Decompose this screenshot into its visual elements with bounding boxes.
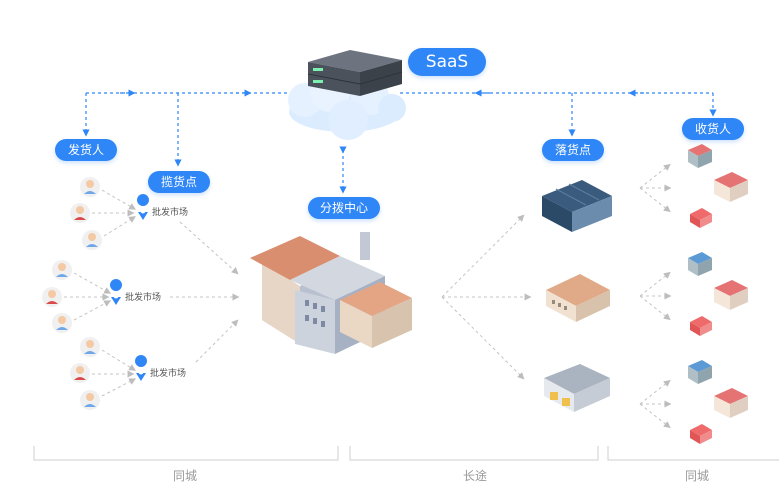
shop-icon <box>688 360 712 384</box>
dropoff-label: 落货点 <box>542 139 604 161</box>
location-pin-icon <box>135 355 148 381</box>
people-icons <box>42 177 102 410</box>
location-pin-icon <box>137 194 150 220</box>
shop-icon <box>714 388 748 418</box>
network-lines <box>82 89 717 194</box>
location-pin-icon <box>110 279 123 305</box>
shop-icon <box>714 172 748 202</box>
market-label: 批发市场 <box>150 369 187 379</box>
receiver-label: 收货人 <box>682 118 744 140</box>
person-icon <box>52 260 72 280</box>
saas-badge: SaaS <box>408 48 486 76</box>
shop-icon <box>688 252 712 276</box>
group-label-left: 同城 <box>172 469 197 483</box>
person-icon <box>70 203 90 223</box>
person-icon <box>52 313 72 333</box>
factory-icon <box>250 232 412 354</box>
group-label-middle: 长途 <box>462 469 487 483</box>
shop-icon <box>690 208 712 228</box>
server-icon <box>307 50 403 96</box>
person-icon <box>70 363 90 383</box>
shop-icon <box>690 316 712 336</box>
group-brackets <box>33 446 779 461</box>
shop-icon-group <box>688 144 748 444</box>
warehouse-icon <box>546 274 610 322</box>
person-icon <box>80 177 100 197</box>
hub-label: 分拨中心 <box>308 197 380 219</box>
person-icon <box>80 337 100 357</box>
market-label: 批发市场 <box>125 293 162 303</box>
person-icon <box>42 287 62 307</box>
shop-icon <box>688 144 712 168</box>
person-icon <box>82 230 102 250</box>
shipper-label: 发货人 <box>55 139 117 161</box>
market-label: 批发市场 <box>152 208 189 218</box>
group-label-right: 同城 <box>684 469 709 483</box>
person-icon <box>80 390 100 410</box>
shop-icon <box>714 280 748 310</box>
pickup-label: 揽货点 <box>148 171 210 193</box>
warehouse-icon <box>544 364 610 412</box>
warehouse-icon <box>542 180 612 232</box>
shop-icon <box>690 424 712 444</box>
